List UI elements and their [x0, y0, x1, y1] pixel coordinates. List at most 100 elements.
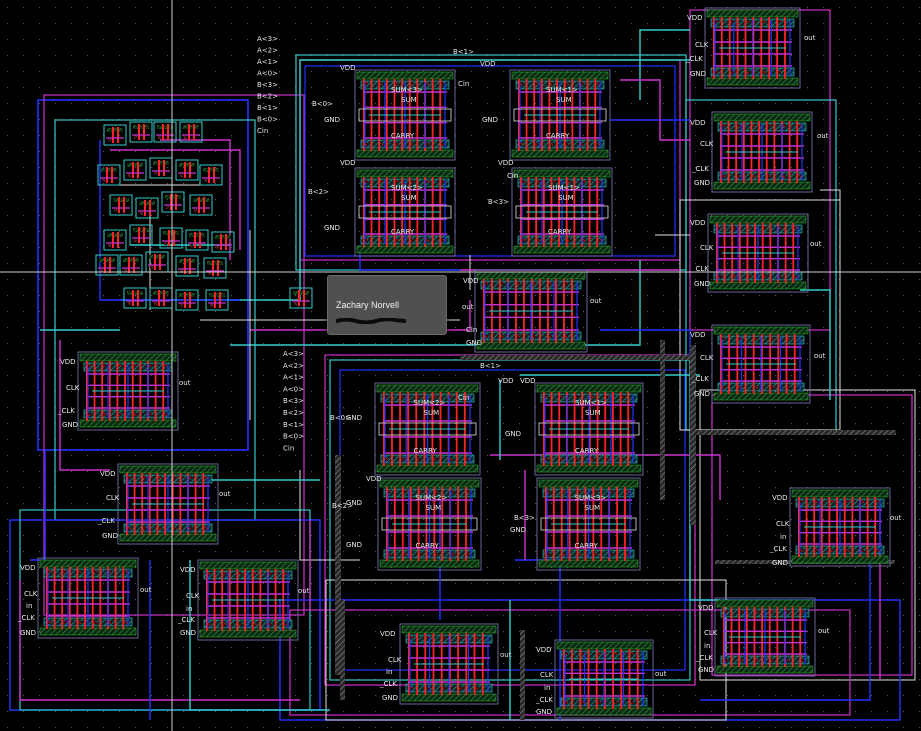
contact: [426, 239, 430, 242]
pin-label: in: [704, 642, 710, 650]
gate-outline: [119, 254, 143, 276]
contact: [380, 239, 384, 242]
contact: [380, 143, 384, 146]
gate-outline: [211, 231, 235, 253]
contact: [630, 652, 634, 655]
sum-label: SUM: [401, 194, 417, 202]
cell-boundary: [399, 623, 499, 705]
pin-label: out: [818, 627, 830, 635]
pin-label: GND: [102, 532, 118, 540]
cell-boundary: [536, 477, 641, 571]
contact: [598, 180, 602, 183]
contact: [754, 337, 758, 340]
contact: [770, 659, 774, 662]
contact: [547, 490, 550, 493]
logic-gate-cell: [179, 121, 203, 143]
vdd-rail: [356, 71, 454, 80]
bus-label-mid: A<3>: [283, 350, 304, 358]
contact: [380, 82, 384, 85]
pin-label: VDD: [498, 159, 514, 167]
pin-label: out: [810, 240, 822, 248]
carry-label: CARRY: [416, 542, 440, 550]
gate-active: [215, 235, 231, 239]
cell-boundary: [509, 69, 611, 161]
gate-outline: [185, 229, 209, 251]
contact: [465, 395, 469, 398]
contact: [204, 527, 208, 530]
gate-poly: [117, 127, 119, 143]
pin-label: CLK: [700, 140, 714, 148]
gnd-rail: [556, 707, 652, 716]
contact: [401, 395, 405, 398]
gate-poly: [214, 292, 216, 308]
pin-label: CLK: [540, 671, 554, 679]
logic-gate-cell: [175, 159, 199, 181]
contact: [606, 458, 610, 461]
contact: [626, 553, 630, 556]
gnd-rail: [538, 559, 639, 568]
wire: [800, 289, 831, 400]
contact: [800, 549, 803, 552]
pin-label: Cin: [458, 394, 469, 402]
flipflop-cell-r3: [707, 213, 809, 293]
gate-contact: [164, 242, 167, 245]
bus-bit-label: B<0>: [312, 100, 333, 108]
sum-label: SUM<3>: [575, 494, 607, 502]
pin-label: out: [814, 352, 826, 360]
gate-contact: [150, 266, 153, 269]
contact: [88, 413, 91, 416]
gate-contact: [180, 174, 183, 177]
pin-label: VDD: [536, 646, 552, 654]
poly-gate: [798, 497, 800, 557]
gate-poly: [109, 257, 111, 273]
pin-label: GND: [180, 629, 196, 637]
wire-loop: [325, 579, 727, 721]
contact: [779, 226, 783, 229]
gate-active: [107, 233, 123, 237]
contact: [78, 621, 82, 624]
adder-midbox: [513, 108, 607, 122]
gate-contact: [294, 302, 297, 305]
poly-gate: [563, 649, 565, 709]
sum-label: SUM: [424, 409, 440, 417]
contact: [596, 82, 600, 85]
gate-poly: [303, 290, 305, 306]
contact: [715, 71, 718, 74]
vdd-rail: [709, 215, 807, 224]
contact: [63, 621, 67, 624]
contact: [565, 652, 568, 655]
pin-label: out: [219, 490, 231, 498]
gate-poly: [132, 290, 134, 306]
gate-contact: [166, 206, 169, 209]
contact: [738, 386, 742, 389]
contact: [581, 82, 585, 85]
gate-active: [107, 128, 123, 132]
pin-label: VDD: [687, 14, 703, 22]
contact: [565, 701, 568, 704]
gate-poly: [118, 197, 120, 213]
contact: [410, 143, 414, 146]
carry-label: CARRY: [391, 132, 415, 140]
pin-label: VDD: [772, 494, 788, 502]
contact: [537, 239, 541, 242]
contact: [783, 175, 787, 178]
contact: [770, 610, 774, 613]
cell-boundary: [77, 351, 179, 431]
pin-label: CLK: [700, 244, 714, 252]
contact: [730, 71, 734, 74]
contact: [143, 476, 147, 479]
contact: [597, 652, 601, 655]
gate-poly: [128, 257, 130, 273]
poly-gate: [363, 79, 365, 151]
contact: [800, 500, 803, 503]
contact: [740, 610, 744, 613]
contact: [410, 82, 414, 85]
poly-gate: [363, 177, 365, 247]
logic-gate-cell: [103, 124, 127, 146]
contact: [547, 553, 550, 556]
contact: [517, 282, 520, 285]
contact: [395, 82, 399, 85]
pin-label: _CLK: [691, 265, 709, 273]
contact: [442, 687, 446, 690]
